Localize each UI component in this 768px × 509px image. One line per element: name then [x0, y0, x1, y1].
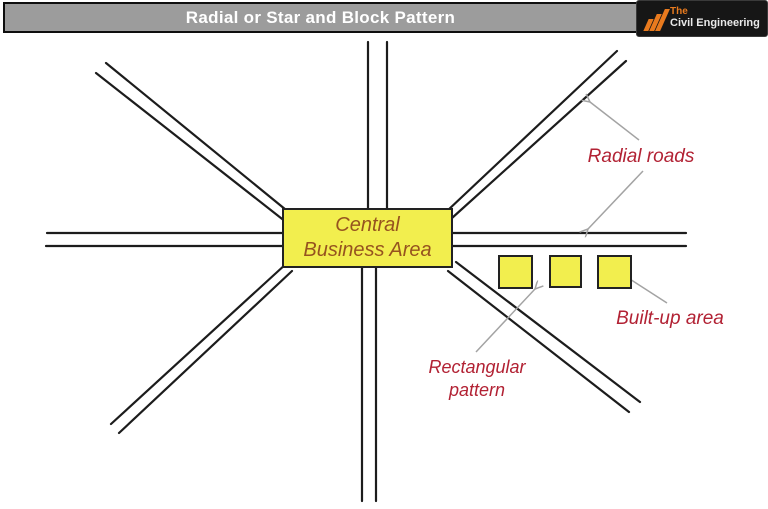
- built-up-square-1: [498, 255, 533, 289]
- rectangular-pattern-label: Rectangular pattern: [402, 356, 552, 403]
- logo-word-civil-engineering: Civil Engineering: [670, 16, 760, 29]
- road-upper-right-line2: [450, 59, 628, 220]
- rectangular-pattern-label-line2: pattern: [448, 380, 506, 401]
- central-box-line1: Central: [335, 214, 400, 236]
- rectangular-pattern-arrow: [475, 289, 535, 353]
- road-lower-right-line2: [446, 269, 631, 414]
- header-title-bar: Radial or Star and Block Pattern: [3, 2, 638, 33]
- logo-word-the: The: [670, 6, 688, 18]
- built-up-area-label: Built-up area: [616, 308, 724, 329]
- radial-roads-arrow-lower: [588, 170, 644, 229]
- rectangular-pattern-label-line1: Rectangular: [428, 357, 526, 377]
- radial-roads-arrow-upper: [590, 102, 640, 141]
- built-up-square-2: [549, 255, 582, 288]
- built-up-square-3: [597, 255, 632, 289]
- road-upper-left-line1: [104, 61, 293, 216]
- central-business-area-box: Central Business Area: [282, 208, 453, 268]
- road-upper-left-line2: [94, 71, 288, 224]
- road-upper-right-line1: [445, 49, 619, 213]
- radial-roads-label: Radial roads: [587, 146, 695, 167]
- road-lower-right-line1: [454, 260, 642, 404]
- central-box-line2: Business Area: [303, 239, 432, 261]
- road-lower-left-line2: [117, 269, 294, 435]
- brand-logo: The Civil Engineering: [636, 0, 768, 37]
- road-lower-left-line1: [109, 261, 289, 426]
- page-title: Radial or Star and Block Pattern: [185, 7, 456, 27]
